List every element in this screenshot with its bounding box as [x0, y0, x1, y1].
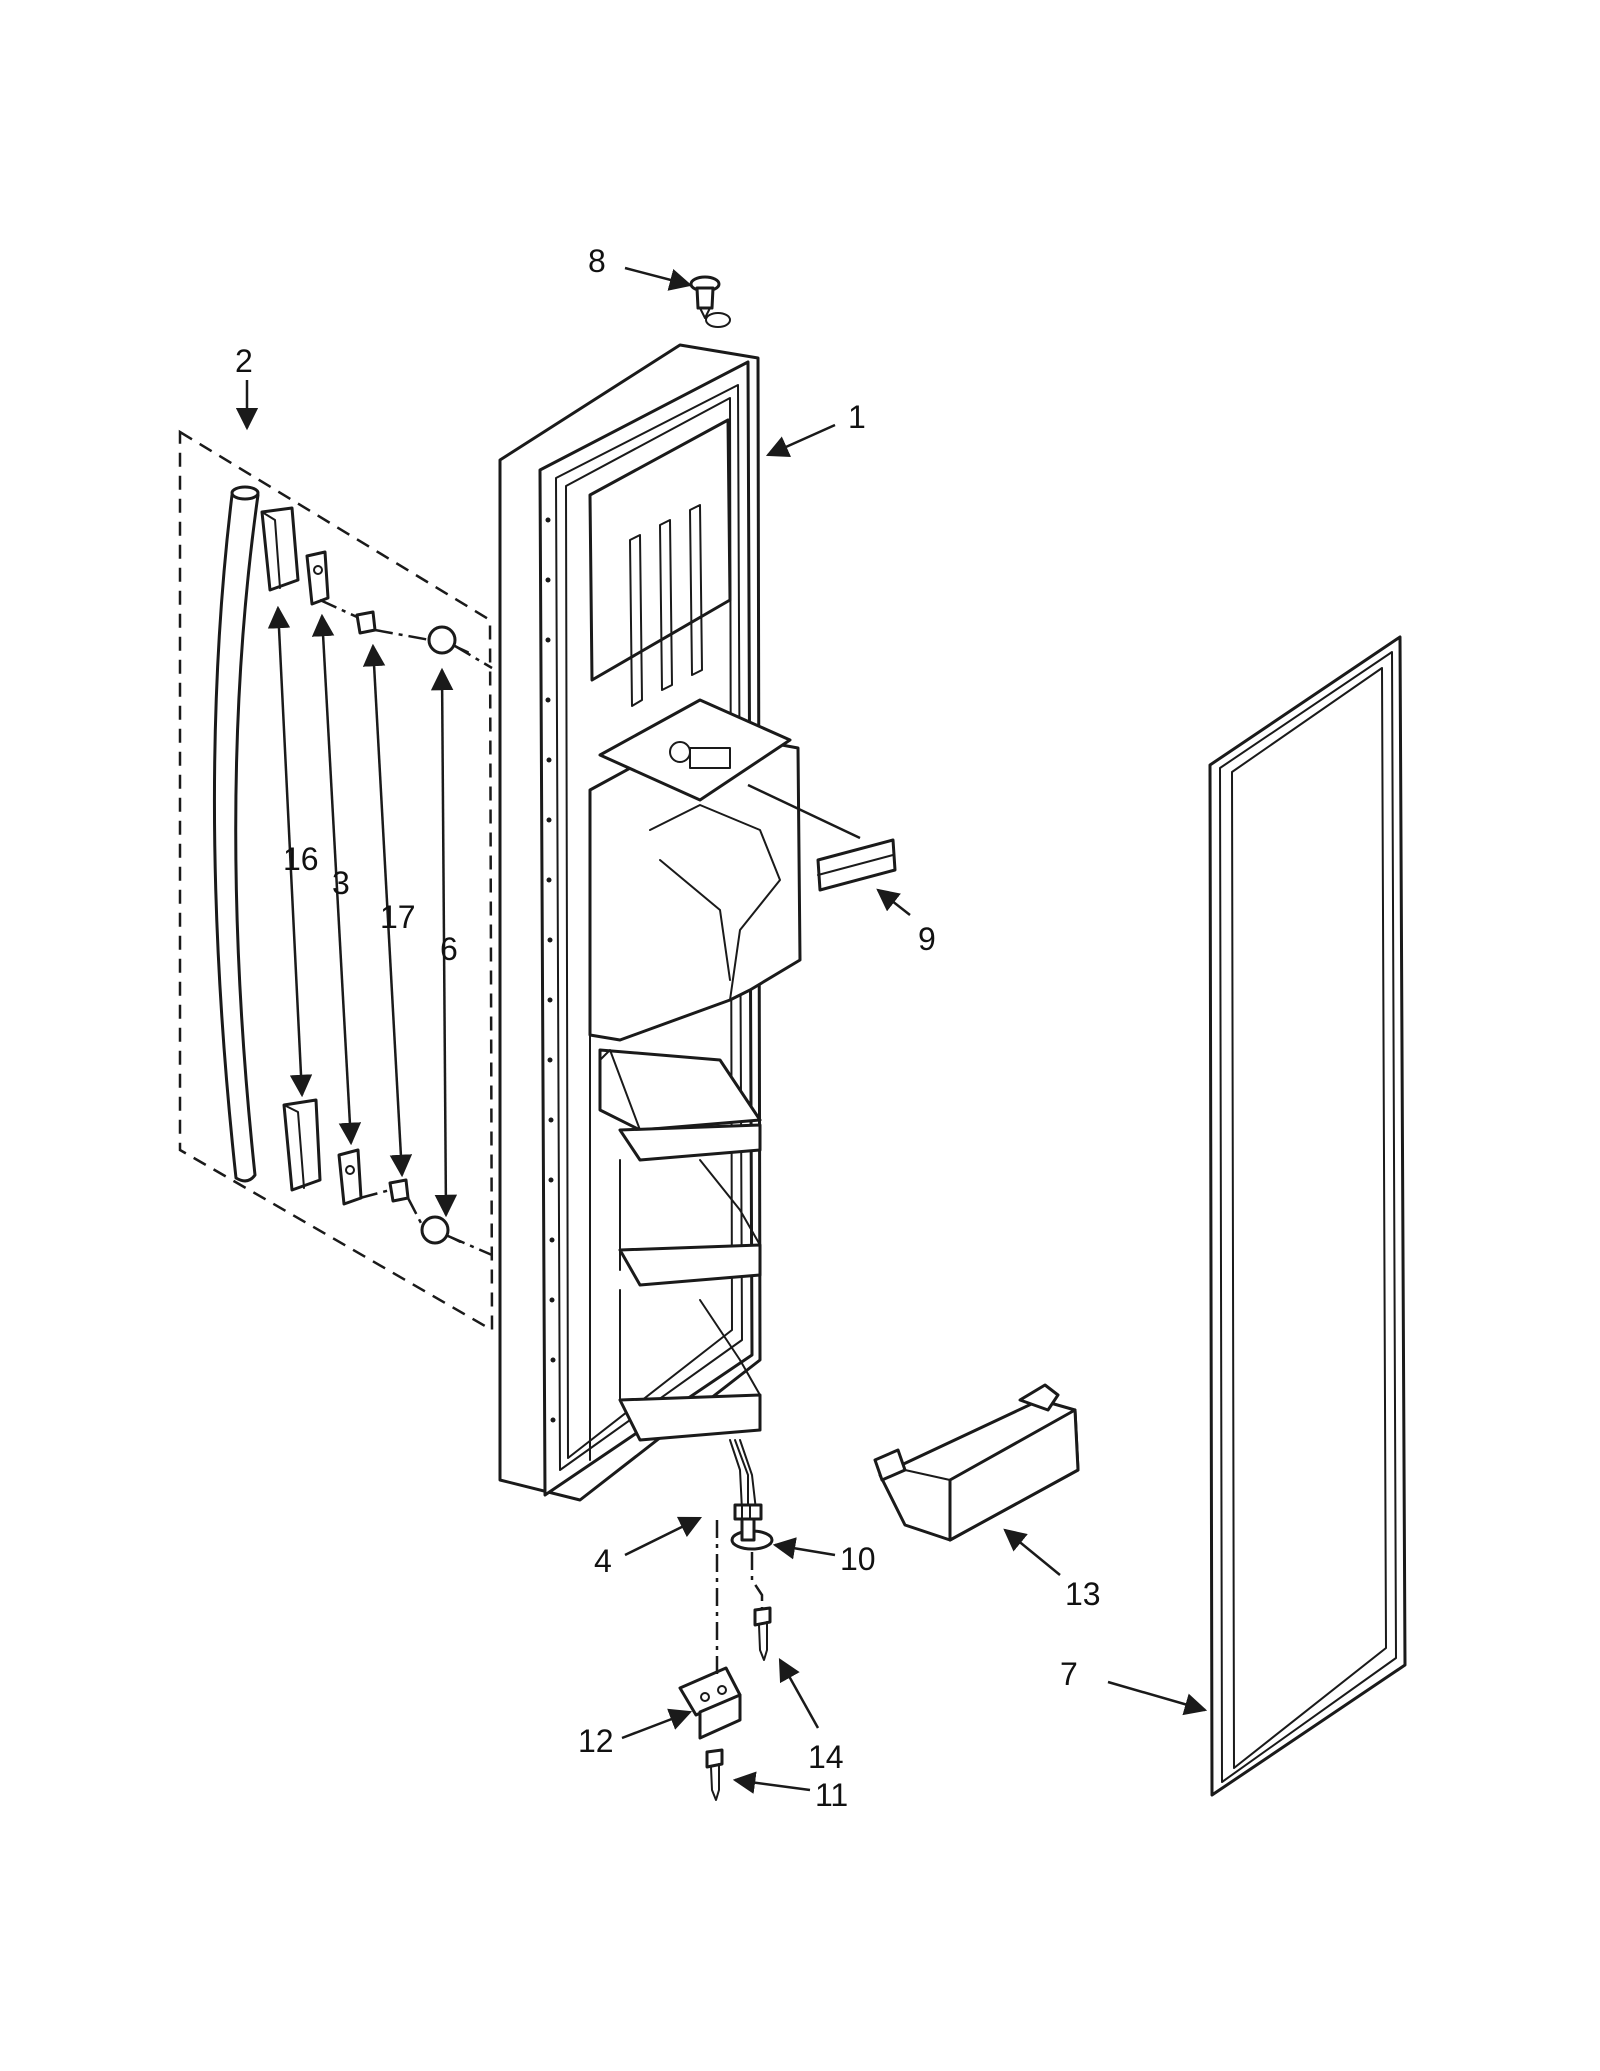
- callout-3: 3: [332, 865, 350, 901]
- part-8-plug: [689, 275, 721, 319]
- part-9-trim: [816, 838, 897, 892]
- leader-lines: [235, 266, 1208, 1794]
- callout-11: 11: [815, 1777, 848, 1813]
- callout-10: 10: [840, 1541, 876, 1577]
- handle-assembly: [178, 429, 494, 1333]
- callout-14: 14: [808, 1739, 844, 1775]
- part-4-wire-connector: [733, 1503, 763, 1521]
- door-screw-holes: [545, 517, 556, 1423]
- part-11-screw: [705, 1748, 724, 1801]
- callout-6: 6: [440, 931, 458, 967]
- callout-4: 4: [594, 1543, 612, 1579]
- part-13-door-bin: [873, 1383, 1080, 1542]
- part-12-hinge-bracket: [678, 1666, 742, 1740]
- callout-13: 13: [1065, 1576, 1101, 1612]
- part-14-screw: [753, 1606, 772, 1661]
- callout-8: 8: [588, 243, 606, 279]
- callout-2: 2: [235, 343, 253, 379]
- callout-labels: 8 2 1 16 3 17 6 9 4 10 13 7 14 12 11: [235, 243, 1101, 1813]
- callout-7: 7: [1060, 1656, 1078, 1692]
- callout-12: 12: [578, 1723, 614, 1759]
- door-assembly: [498, 312, 802, 1511]
- part-7-gasket: [1208, 635, 1407, 1797]
- callout-17: 17: [380, 899, 416, 935]
- callout-16: 16: [283, 841, 319, 877]
- callout-1: 1: [848, 399, 866, 435]
- callout-9: 9: [918, 921, 936, 957]
